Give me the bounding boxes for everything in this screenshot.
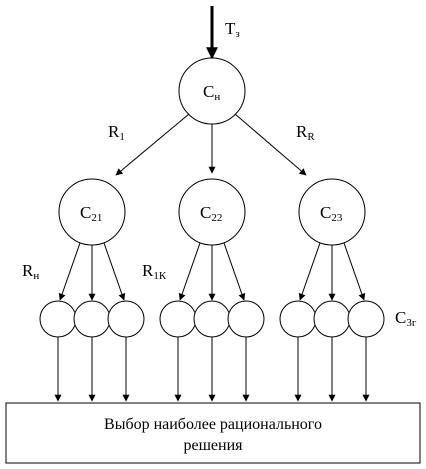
result-box <box>5 402 421 464</box>
edge-c22-leaf3 <box>223 242 246 301</box>
root-node-label: Сн <box>203 82 220 103</box>
leaf-node <box>193 300 231 338</box>
edge-c23-leaf1 <box>298 242 321 301</box>
leaf-node <box>279 300 317 338</box>
leaf-node <box>39 300 77 338</box>
edge-root-c23 <box>234 113 307 176</box>
leaf-node <box>107 300 145 338</box>
node-c21-label: С21 <box>80 203 102 224</box>
relation-rn-label: Rн <box>22 261 39 282</box>
relation-rr-label: RR <box>296 122 315 143</box>
leaf-node <box>73 300 111 338</box>
edge-c21-leaf1 <box>58 242 81 301</box>
relation-r1-label: R1 <box>108 122 125 143</box>
leaf-group-label: С3г <box>395 308 417 329</box>
leaf-node <box>313 300 351 338</box>
result-box-line1: Выбор наиболее рационального <box>104 416 322 433</box>
edge-c21-leaf3 <box>103 242 126 301</box>
node-c23-label: С23 <box>320 203 343 224</box>
leaf-node <box>347 300 385 338</box>
edge-c22-leaf1 <box>178 242 201 301</box>
leaf-node <box>227 300 265 338</box>
leaf-node <box>159 300 197 338</box>
result-box-line2: решения <box>183 437 243 454</box>
input-label: Тз <box>225 19 240 40</box>
relation-r1k-label: R1К <box>142 261 167 282</box>
edge-c23-leaf3 <box>343 242 366 301</box>
edge-root-c21 <box>115 113 190 176</box>
node-c22-label: С22 <box>200 203 222 224</box>
